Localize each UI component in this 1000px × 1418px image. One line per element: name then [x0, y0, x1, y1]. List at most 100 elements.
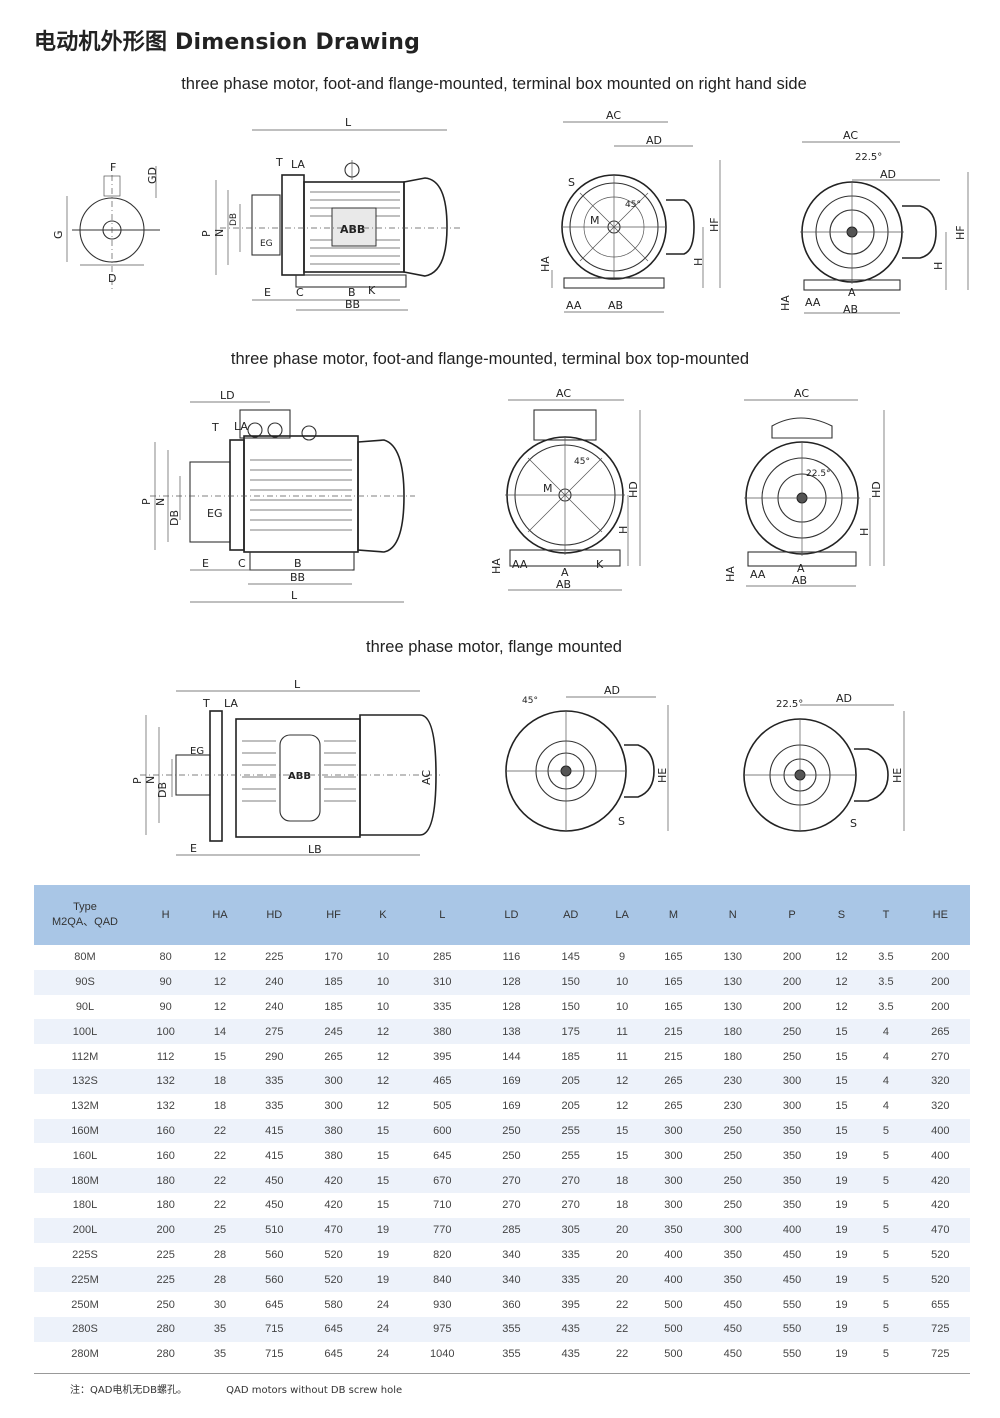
table-cell: 450	[762, 1267, 822, 1293]
table-cell: 395	[541, 1292, 601, 1317]
table-cell: 200	[910, 945, 970, 970]
table-cell: 169	[481, 1093, 542, 1119]
label-bb-2: BB	[290, 571, 305, 584]
label-ac-3: AC	[556, 387, 571, 400]
table-cell: 12	[363, 1044, 403, 1069]
table-cell: 15	[363, 1118, 403, 1144]
table-cell: 5	[861, 1217, 911, 1243]
label-k: K	[368, 284, 376, 297]
header-col: L	[402, 885, 482, 945]
table-cell: 225	[136, 1267, 196, 1293]
table-cell: 12	[821, 969, 862, 995]
label-l-3: L	[294, 678, 301, 691]
label-he-2: HE	[891, 768, 904, 783]
label-ab-2: AB	[843, 303, 858, 316]
side-view-side-terminal: L ABB P N DB EG T LA E C B K BB	[200, 116, 460, 311]
table-cell: 335	[541, 1242, 601, 1268]
table-cell: 340	[481, 1267, 542, 1293]
table-cell: 185	[303, 969, 364, 995]
table-cell: 22	[195, 1118, 245, 1144]
table-cell: 5	[861, 1341, 911, 1367]
table-cell: 255	[541, 1143, 601, 1169]
cell-type: 160M	[34, 1118, 136, 1144]
table-cell: 12	[195, 994, 245, 1020]
label-aa-3: AA	[512, 558, 528, 571]
table-cell: 335	[402, 994, 482, 1020]
table-cell: 14	[195, 1019, 245, 1045]
table-cell: 24	[363, 1341, 403, 1367]
table-cell: 169	[481, 1068, 542, 1094]
table-cell: 400	[762, 1217, 822, 1243]
drawing-row-side-terminal: F GD G D L ABB P N DB EG T LA E	[52, 109, 969, 316]
label-n-3: N	[144, 776, 157, 784]
table-cell: 15	[821, 1068, 862, 1094]
table-cell: 22	[195, 1192, 245, 1218]
table-cell: 270	[541, 1192, 601, 1218]
table-cell: 11	[600, 1044, 644, 1069]
table-cell: 145	[541, 945, 601, 970]
table-cell: 470	[910, 1217, 970, 1243]
label-lb: LB	[308, 843, 322, 856]
table-cell: 20	[600, 1217, 644, 1243]
label-l: L	[345, 116, 352, 129]
table-cell: 715	[244, 1316, 304, 1342]
table-cell: 340	[481, 1242, 542, 1268]
table-cell: 3.5	[861, 945, 911, 970]
table-cell: 435	[541, 1341, 601, 1367]
cell-type: 225M	[34, 1267, 136, 1293]
label-g: G	[52, 230, 65, 239]
table-cell: 710	[402, 1192, 482, 1218]
table-cell: 205	[541, 1093, 601, 1119]
cell-type: 132M	[34, 1093, 136, 1119]
table-cell: 28	[195, 1267, 245, 1293]
table-cell: 18	[600, 1168, 644, 1193]
label-hd-2: HD	[870, 481, 883, 498]
cell-type: 180M	[34, 1168, 136, 1193]
table-cell: 180	[703, 1019, 763, 1045]
header-type: Type M2QA、QAD	[34, 885, 136, 945]
table-cell: 300	[762, 1093, 822, 1119]
label-f: F	[110, 161, 116, 174]
table-cell: 35	[195, 1316, 245, 1342]
table-cell: 670	[402, 1168, 482, 1193]
table-cell: 420	[303, 1168, 364, 1193]
table-cell: 165	[643, 945, 704, 970]
table-cell: 645	[303, 1341, 364, 1367]
table-cell: 10	[600, 994, 644, 1020]
table-cell: 12	[600, 1068, 644, 1094]
cell-type: 160L	[34, 1143, 136, 1169]
table-cell: 116	[481, 945, 542, 970]
footnote-en: QAD motors without DB screw hole	[226, 1385, 403, 1396]
header-col: M	[643, 885, 704, 945]
table-cell: 840	[402, 1267, 482, 1293]
table-cell: 250	[703, 1168, 763, 1193]
table-cell: 12	[821, 994, 862, 1020]
table-cell: 240	[244, 969, 304, 995]
table-cell: 22	[600, 1316, 644, 1342]
table-cell: 180	[136, 1168, 196, 1193]
label-45deg-3: 45°	[522, 696, 538, 706]
table-cell: 770	[402, 1217, 482, 1243]
table-cell: 19	[821, 1217, 862, 1243]
label-k-2: K	[596, 558, 604, 571]
table-cell: 12	[821, 945, 862, 970]
label-bb: BB	[345, 298, 360, 311]
label-la-3: LA	[224, 697, 238, 710]
label-p-2: P	[140, 498, 153, 505]
table-cell: 10	[363, 969, 403, 995]
header-col: LD	[481, 885, 542, 945]
table-cell: 265	[643, 1068, 704, 1094]
table-cell: 19	[363, 1242, 403, 1268]
label-la: LA	[291, 158, 305, 171]
label-45deg: 45°	[625, 200, 641, 210]
table-cell: 100	[136, 1019, 196, 1045]
label-c: C	[296, 286, 304, 299]
header-type-line1: Type	[73, 901, 97, 913]
header-col: HF	[303, 885, 364, 945]
table-cell: 355	[481, 1341, 542, 1367]
table-cell: 300	[703, 1217, 763, 1243]
